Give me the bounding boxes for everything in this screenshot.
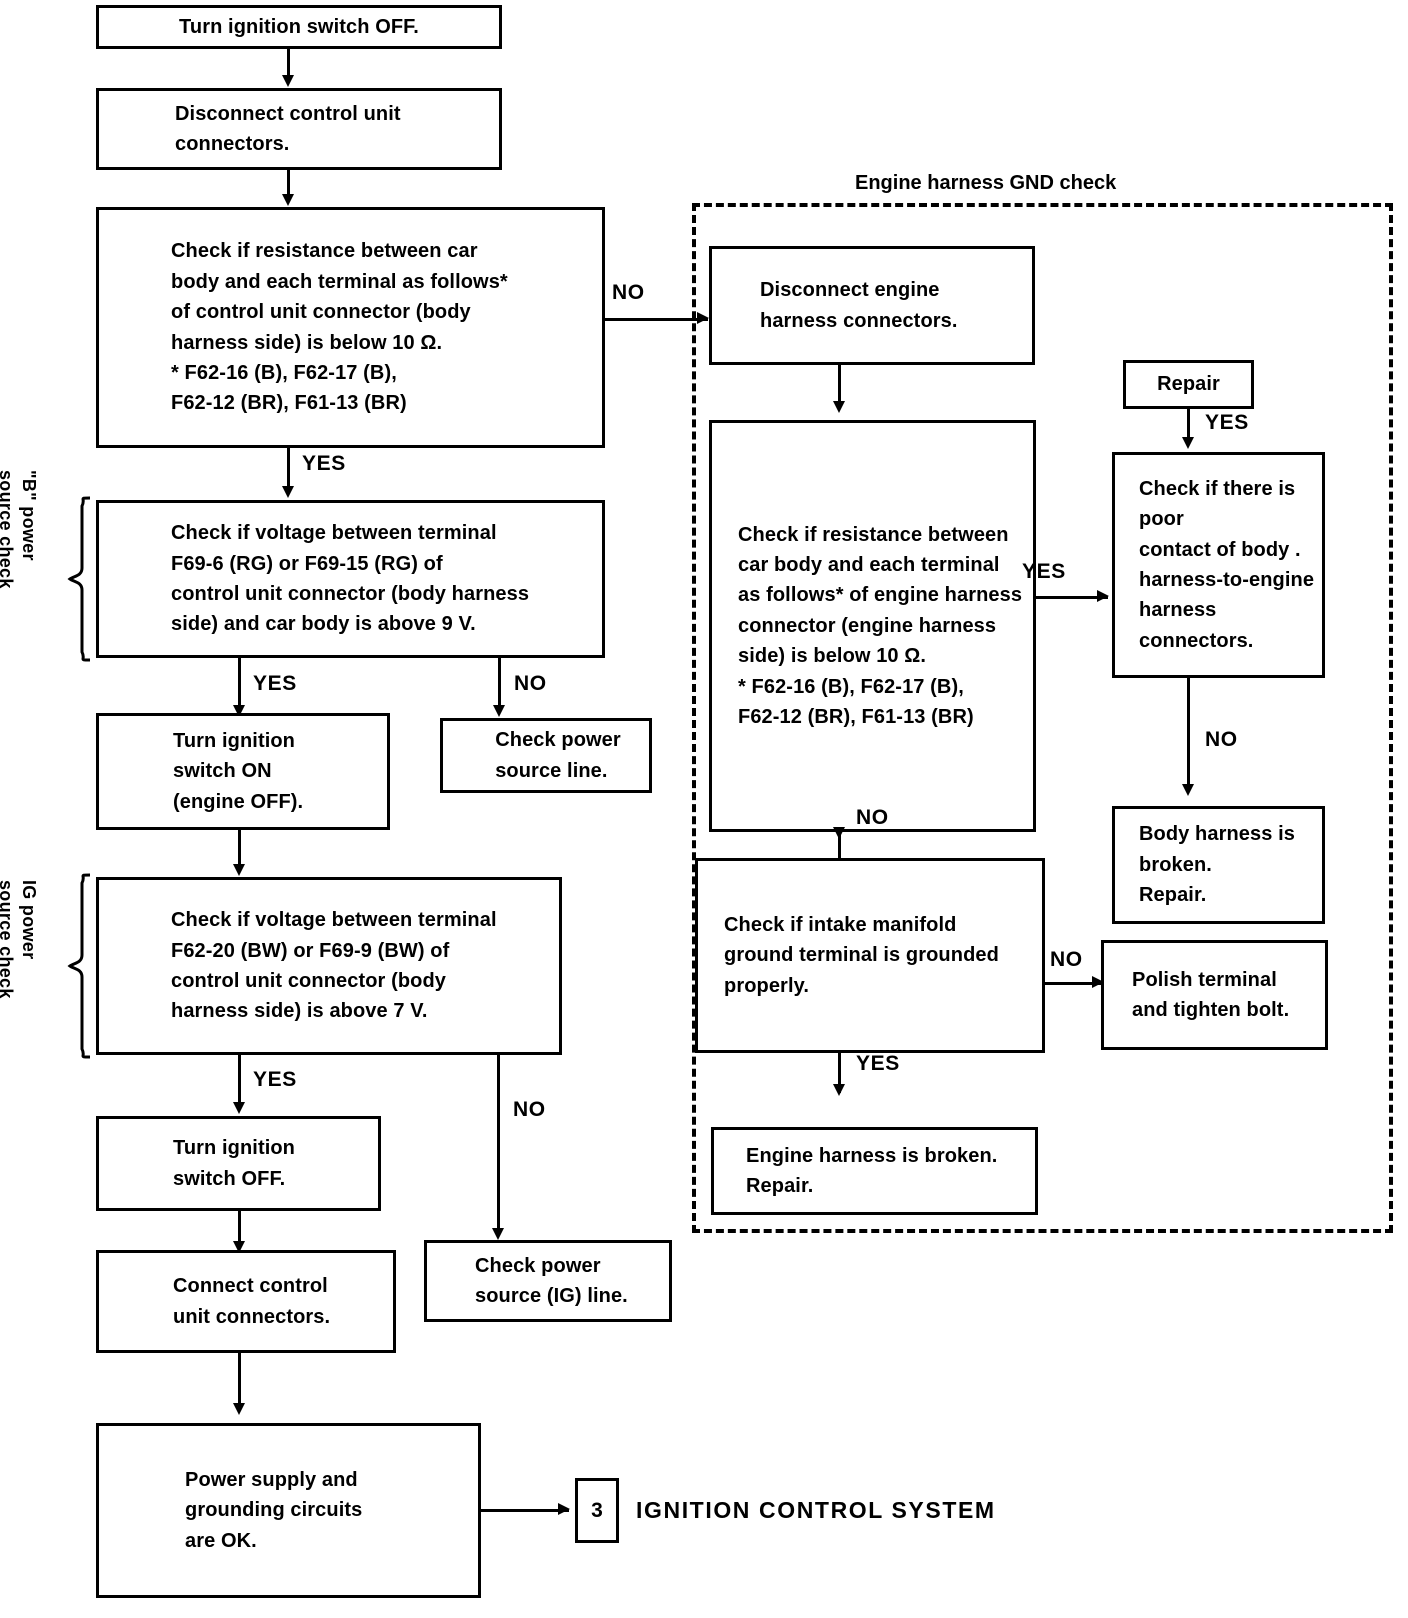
side-label-b-power: "B" power source check bbox=[0, 470, 39, 589]
brace-b-power bbox=[64, 496, 92, 662]
node-turn-ignition-off: Turn ignition switch OFF. bbox=[96, 5, 502, 49]
arrowhead-15 bbox=[1182, 784, 1194, 796]
edge-label-no-3: NO bbox=[513, 1098, 546, 1121]
arrowhead-no-engine bbox=[697, 312, 709, 324]
node-label: Turn ignition switch OFF. bbox=[173, 1137, 296, 1190]
arrowhead-12 bbox=[833, 827, 845, 839]
edge-label-no-1: NO bbox=[612, 281, 645, 304]
edge-label-no-4: NO bbox=[856, 806, 889, 829]
connector-5 bbox=[498, 658, 501, 708]
edge-label-yes-5: YES bbox=[856, 1052, 900, 1075]
arrowhead-13 bbox=[833, 1084, 845, 1096]
edge-label-yes-2: YES bbox=[253, 672, 297, 695]
node-turn-ignition-off-2: Turn ignition switch OFF. bbox=[96, 1116, 381, 1211]
arrowhead-10 bbox=[233, 1403, 245, 1415]
node-check-intake-manifold: Check if intake manifold ground terminal… bbox=[695, 858, 1045, 1053]
arrowhead-6 bbox=[233, 864, 245, 876]
node-label: Check if voltage between terminal F69-6 … bbox=[171, 522, 530, 636]
connector-11 bbox=[838, 365, 841, 403]
arrowhead-1 bbox=[282, 75, 294, 87]
node-label: Check power source (IG) line. bbox=[475, 1254, 628, 1307]
node-label: Check if there is poor contact of body .… bbox=[1139, 477, 1315, 652]
reference-text: IGNITION CONTROL SYSTEM bbox=[636, 1497, 996, 1523]
connector-9 bbox=[238, 1211, 241, 1243]
node-disconnect-engine-harness: Disconnect engine harness connectors. bbox=[709, 246, 1035, 365]
node-label: Check if voltage between terminal F62-20… bbox=[171, 909, 497, 1023]
node-polish-terminal: Polish terminal and tighten bolt. bbox=[1101, 940, 1328, 1050]
node-engine-harness-broken: Engine harness is broken. Repair. bbox=[711, 1127, 1038, 1215]
node-label: Engine harness is broken. Repair. bbox=[746, 1144, 998, 1197]
node-label: Check if resistance between car body and… bbox=[171, 240, 508, 415]
arrowhead-11 bbox=[833, 401, 845, 413]
connector-4 bbox=[238, 658, 241, 708]
section-title-engine-harness-gnd-check: Engine harness GND check bbox=[855, 172, 1117, 194]
edge-label-no-2: NO bbox=[514, 672, 547, 695]
connector-no-polish bbox=[1045, 982, 1103, 985]
edge-label-no-6: NO bbox=[1205, 728, 1238, 751]
edge-label-yes-1: YES bbox=[302, 452, 346, 475]
connector-12 bbox=[838, 832, 841, 860]
arrowhead-7 bbox=[233, 1102, 245, 1114]
connector-to-reference bbox=[481, 1509, 569, 1512]
edge-label-no-5: NO bbox=[1050, 948, 1083, 971]
side-label-ig-power: IG power source check bbox=[0, 880, 39, 999]
engine-harness-gnd-check-region bbox=[692, 203, 1393, 1233]
connector-2 bbox=[287, 170, 290, 196]
node-check-voltage-b: Check if voltage between terminal F69-6 … bbox=[96, 500, 605, 658]
node-label: Check if intake manifold ground terminal… bbox=[724, 913, 999, 997]
node-connect-control-unit: Connect control unit connectors. bbox=[96, 1250, 396, 1353]
arrowhead-5 bbox=[493, 705, 505, 717]
arrowhead-3 bbox=[282, 486, 294, 498]
connector-15 bbox=[1187, 678, 1190, 788]
connector-no-to-engine-check bbox=[605, 318, 708, 321]
node-label: Turn ignition switch ON (engine OFF). bbox=[173, 729, 304, 813]
node-label: Connect control unit connectors. bbox=[173, 1275, 331, 1328]
node-repair: Repair bbox=[1123, 360, 1254, 409]
node-label: Body harness is broken. Repair. bbox=[1139, 823, 1296, 907]
connector-13 bbox=[838, 1053, 841, 1093]
node-body-harness-broken: Body harness is broken. Repair. bbox=[1112, 806, 1325, 924]
arrowhead-reference bbox=[558, 1503, 570, 1515]
node-check-voltage-ig: Check if voltage between terminal F62-20… bbox=[96, 877, 562, 1055]
connector-yes-poor-contact bbox=[1036, 596, 1108, 599]
connector-14 bbox=[1187, 409, 1190, 441]
edge-label-yes-3: YES bbox=[253, 1068, 297, 1091]
node-check-power-source-ig-line: Check power source (IG) line. bbox=[424, 1240, 672, 1322]
node-label: Power supply and grounding circuits are … bbox=[185, 1468, 363, 1552]
node-check-poor-contact: Check if there is poor contact of body .… bbox=[1112, 452, 1325, 678]
arrowhead-8 bbox=[492, 1228, 504, 1240]
node-label: Repair bbox=[1157, 373, 1220, 396]
node-disconnect-control-unit: Disconnect control unit connectors. bbox=[96, 88, 502, 170]
node-label: Check if resistance between car body and… bbox=[738, 523, 1023, 728]
connector-8 bbox=[497, 1055, 500, 1231]
node-check-resistance-engine: Check if resistance between car body and… bbox=[709, 420, 1036, 832]
node-power-supply-ok: Power supply and grounding circuits are … bbox=[96, 1423, 481, 1598]
connector-1 bbox=[287, 49, 290, 77]
connector-6 bbox=[238, 830, 241, 866]
node-label: Polish terminal and tighten bolt. bbox=[1132, 968, 1290, 1021]
edge-label-yes-4: YES bbox=[1022, 560, 1066, 583]
node-label: Disconnect engine harness connectors. bbox=[760, 279, 958, 332]
node-label: Turn ignition switch OFF. bbox=[179, 15, 419, 38]
arrowhead-2 bbox=[282, 194, 294, 206]
node-label: Check power source line. bbox=[495, 729, 621, 782]
node-check-resistance-body: Check if resistance between car body and… bbox=[96, 207, 605, 448]
brace-ig-power bbox=[64, 873, 92, 1059]
node-turn-ignition-on: Turn ignition switch ON (engine OFF). bbox=[96, 713, 390, 830]
node-label: Disconnect control unit connectors. bbox=[175, 102, 401, 155]
reference-number: 3 bbox=[591, 1498, 603, 1522]
connector-10 bbox=[238, 1353, 241, 1405]
connector-7 bbox=[238, 1055, 241, 1105]
node-check-power-source-line: Check power source line. bbox=[440, 718, 652, 793]
arrowhead-14 bbox=[1182, 437, 1194, 449]
reference-box: 3 bbox=[575, 1478, 619, 1543]
arrowhead-yes-poor-contact bbox=[1097, 590, 1109, 602]
edge-label-yes-6: YES bbox=[1205, 411, 1249, 434]
connector-3 bbox=[287, 448, 290, 488]
